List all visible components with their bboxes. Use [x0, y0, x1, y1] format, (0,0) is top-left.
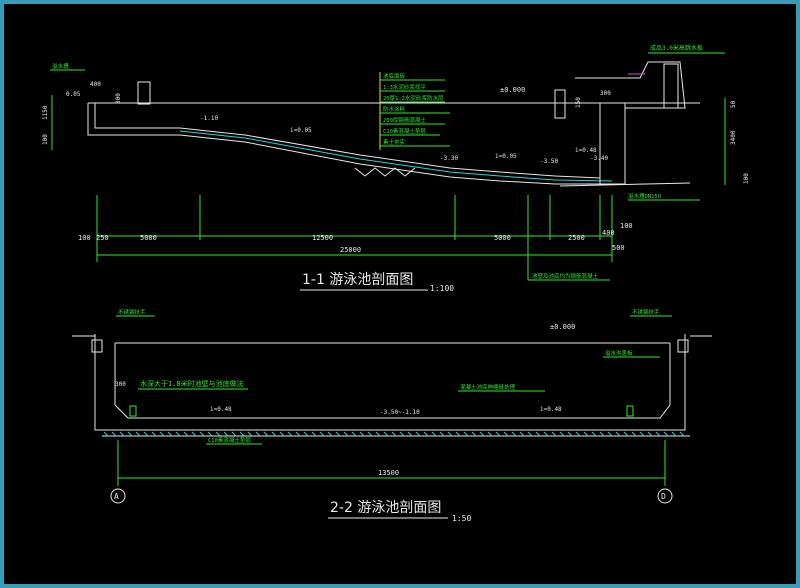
dim-400: 400	[602, 229, 615, 237]
slope-hatch-line	[179, 130, 613, 182]
level-left-top: 0.05	[66, 91, 81, 98]
layer-note-2: 1:3水泥砂浆找平	[383, 83, 426, 91]
diving-board-tower	[663, 63, 679, 109]
left-dim-3: 100	[42, 134, 49, 145]
level-deep: -3.50	[540, 158, 558, 165]
pool-inner-wall-2	[114, 343, 671, 419]
dim-5000-b: 5000	[494, 234, 511, 242]
layer-note-6: C10素混凝土垫层	[383, 127, 426, 135]
gutter-right	[677, 339, 689, 353]
dim-500: 500	[612, 244, 625, 252]
dim-250: 250	[96, 234, 109, 242]
total-dim-2: 13500	[378, 469, 399, 477]
right-dim-2: 300	[600, 90, 611, 97]
pool-floor-inner	[94, 103, 601, 179]
layer-note-5: 200厚钢筋混凝土	[383, 116, 426, 124]
right-dim-4: 100	[743, 173, 750, 184]
right-wall	[599, 102, 626, 185]
top-right-label: 不锈钢扶手	[632, 308, 660, 316]
section-1-title: 1-1 游泳池剖面图	[302, 272, 413, 288]
section-2-scale: 1:50	[452, 514, 471, 523]
slope-left-2: i=0.48	[210, 406, 232, 413]
dim-12500: 12500	[312, 234, 333, 242]
section-1-1: 池底面砖 1:3水泥砂浆找平 20厚1:2水泥砂浆防水层 防水涂料 200厚钢筋…	[42, 44, 750, 293]
right-dim-1: 150	[575, 97, 582, 108]
layer-note-4: 防水涂料	[383, 105, 406, 113]
ladder-right	[554, 89, 566, 119]
top-left-label: 不锈钢扶手	[118, 308, 146, 316]
note-bottom-right: 溢水槽DN150	[628, 192, 661, 200]
right-dim-5: 50	[730, 100, 737, 108]
floor-hatch-2	[103, 431, 685, 437]
dim-100: 100	[78, 234, 91, 242]
axis-bubble-a	[110, 488, 126, 504]
pool-floor-outer	[87, 103, 626, 185]
gutter-left	[91, 339, 103, 353]
ground-hatch	[354, 167, 416, 177]
layer-note-7: 素土夯实	[383, 138, 406, 146]
dim-2500: 2500	[568, 234, 585, 242]
layer-notes-box: 池底面砖 1:3水泥砂浆找平 20厚1:2水泥砂浆防水层 防水涂料 200厚钢筋…	[379, 72, 450, 150]
left-dim-4: 300	[115, 93, 122, 104]
axis-label-a: A	[114, 492, 119, 501]
section-1-scale: 1:100	[430, 284, 454, 293]
note-bottom-2: C10素混凝土垫层	[208, 436, 251, 444]
water-level-2: ±0.000	[550, 323, 575, 331]
slope-right-2: i=0.48	[540, 406, 562, 413]
section-2-title: 2-2 游泳池剖面图	[330, 500, 441, 516]
section-2-2: 不锈钢扶手 不锈钢扶手 ±0.000 溢水沟盖板 水深大于1.8米时池壁与池底做…	[72, 308, 712, 523]
dim-5000-a: 5000	[140, 234, 157, 242]
note-right-2: 混凝土池底伸缩缝处理	[460, 383, 516, 391]
note-top-right: 成品3.0米高跳水板	[650, 44, 703, 52]
axis-bubble-d	[657, 488, 673, 504]
ladder-left	[137, 81, 151, 105]
dim-total: 25000	[340, 246, 361, 254]
axis-label-d: D	[661, 492, 666, 501]
layer-note-1: 池底面砖	[383, 72, 406, 80]
level-deep-end: -3.40	[590, 155, 608, 162]
bottom-level-2: -3.50~-1.10	[380, 409, 420, 416]
dim-100-right: 100	[620, 222, 633, 230]
right-dim-3: 3400	[730, 130, 737, 145]
level-water-surface: ±0.000	[500, 86, 525, 94]
note-left-2: 水深大于1.8米时池壁与池底做法	[140, 379, 244, 388]
slope-label-3: i=0.48	[575, 147, 597, 154]
left-label: 溢水槽	[52, 62, 69, 70]
slope-label-2: i=0.05	[495, 153, 517, 160]
slope-label-1: i=0.05	[290, 127, 312, 134]
left-dim-1: 400	[90, 81, 101, 88]
note-bottom-center: 池壁及池底均为钢筋混凝土	[532, 272, 599, 280]
right-mid-label: 溢水沟盖板	[605, 349, 633, 357]
level-shallow: -1.10	[200, 115, 218, 122]
dim-left-2: 300	[115, 381, 126, 388]
diving-board-platform	[575, 61, 686, 109]
level-deep-mid: -3.30	[440, 155, 458, 162]
left-dim-2: 1150	[42, 105, 49, 120]
pool-outer-wall-2	[94, 334, 686, 431]
layer-note-3: 20厚1:2水泥砂浆防水层	[383, 94, 444, 102]
